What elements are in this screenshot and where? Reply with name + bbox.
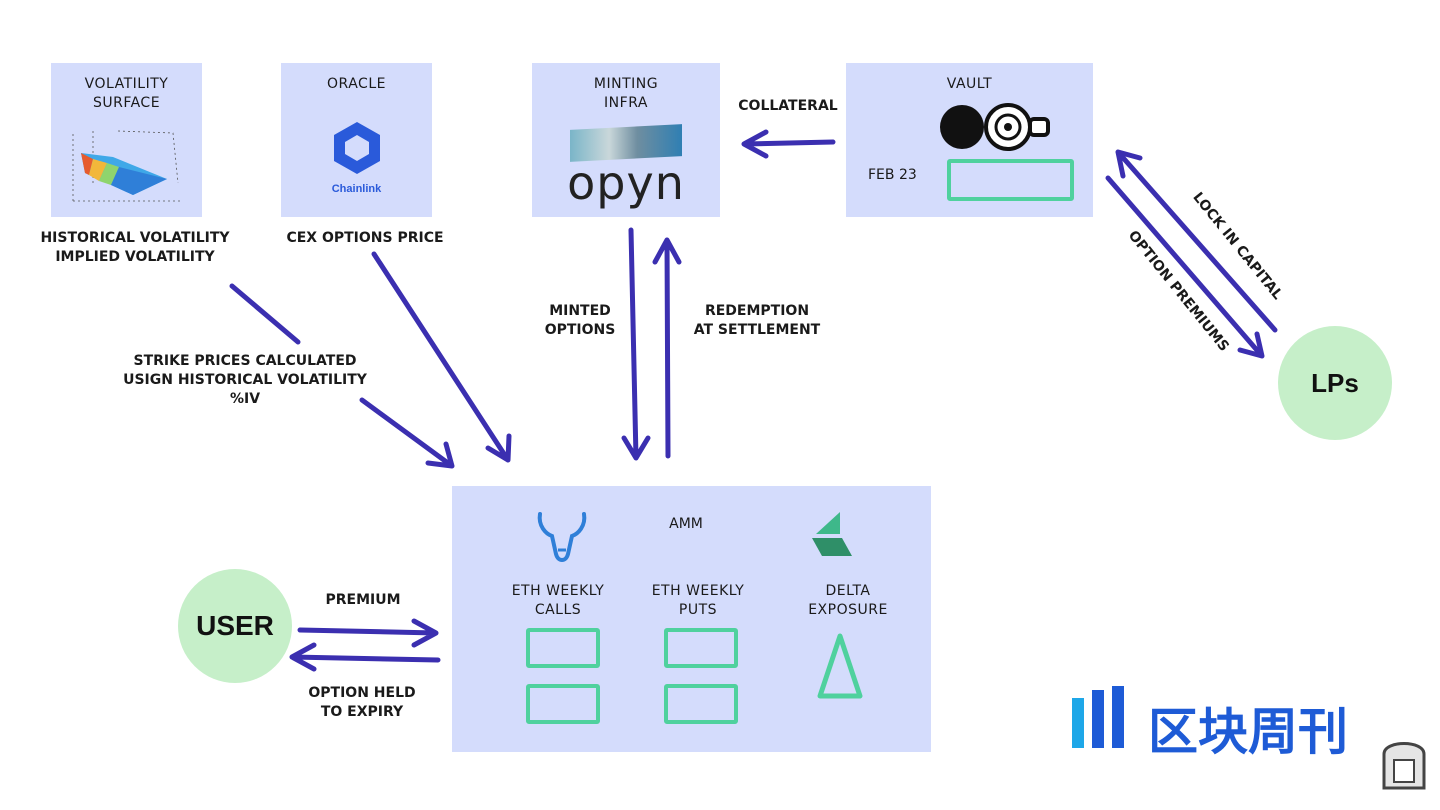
arrow-oracle-to-amm [371, 251, 512, 463]
vault-icon [940, 103, 1050, 151]
oracle-box: ORACLE Chainlink [281, 63, 432, 217]
vault-title: VAULT [946, 76, 993, 92]
lps-node-label: LPs [1311, 367, 1359, 398]
option-held-label: OPTION HELD TO EXPIRY [308, 685, 416, 720]
lps-node: LPs [1278, 326, 1392, 440]
volatility-surface-chart-icon [72, 130, 183, 202]
redemption-label: REDEMPTION AT SETTLEMENT [693, 303, 821, 338]
watermark: 区块周刊 [1060, 636, 1430, 796]
arrow-collateral [741, 129, 836, 159]
arrow-premium [297, 618, 439, 648]
collateral-label: COLLATERAL [738, 98, 838, 114]
amm-box: AMM ETH WEEKLY CALLS ETH WEEKLY PUTS DEL… [452, 486, 931, 752]
volatility-surface-box: VOLATILITY SURFACE [51, 63, 202, 217]
vault-box: VAULT FEB 23 [846, 63, 1093, 217]
minted-options-label: MINTED OPTIONS [544, 303, 616, 338]
eth-weekly-puts-title: ETH WEEKLY PUTS [651, 583, 745, 618]
arrow-vol-to-strike [229, 283, 301, 345]
delta-exposure-title: DELTA EXPOSURE [808, 583, 888, 618]
user-node: USER [178, 569, 292, 683]
user-node-label: USER [196, 610, 274, 641]
puts-slot-1 [664, 628, 738, 668]
strike-price-note: STRIKE PRICES CALCULATED USIGN HISTORICA… [123, 353, 367, 407]
delta-triangle-icon [817, 633, 863, 699]
vault-date: FEB 23 [868, 167, 917, 183]
volatility-surface-title: VOLATILITY SURFACE [84, 76, 169, 111]
arrow-strike-to-amm [359, 397, 455, 469]
oracle-description: CEX OPTIONS PRICE [286, 230, 444, 246]
premium-label: PREMIUM [325, 592, 401, 608]
watermark-logo-icon [1072, 686, 1124, 748]
eth-weekly-calls-title: ETH WEEKLY CALLS [511, 583, 605, 618]
oracle-title: ORACLE [327, 76, 386, 92]
watermark-badge-icon [1382, 742, 1426, 790]
volatility-description: HISTORICAL VOLATILITY IMPLIED VOLATILITY [40, 230, 230, 265]
minting-infra-box: MINTING INFRA opyn [532, 63, 720, 217]
arrow-redemption-up [652, 237, 682, 459]
arrow-lock-capital [1115, 149, 1278, 333]
opyn-logo-text: opyn [567, 156, 685, 210]
watermark-text: 区块周刊 [1148, 703, 1348, 761]
chainlink-logo-text: Chainlink [331, 183, 382, 195]
chainlink-icon [334, 122, 380, 174]
arrow-option-held [289, 642, 441, 672]
arrow-minted-down [621, 227, 651, 461]
vault-slot [947, 159, 1074, 201]
calls-slot-1 [526, 628, 600, 668]
calls-slot-2 [526, 684, 600, 724]
lyra-logo-icon [812, 512, 852, 556]
arrow-option-premiums [1105, 175, 1265, 359]
amm-title: AMM [669, 516, 703, 532]
minting-infra-title: MINTING INFRA [593, 76, 659, 111]
bull-logo-icon [537, 512, 587, 562]
puts-slot-2 [664, 684, 738, 724]
